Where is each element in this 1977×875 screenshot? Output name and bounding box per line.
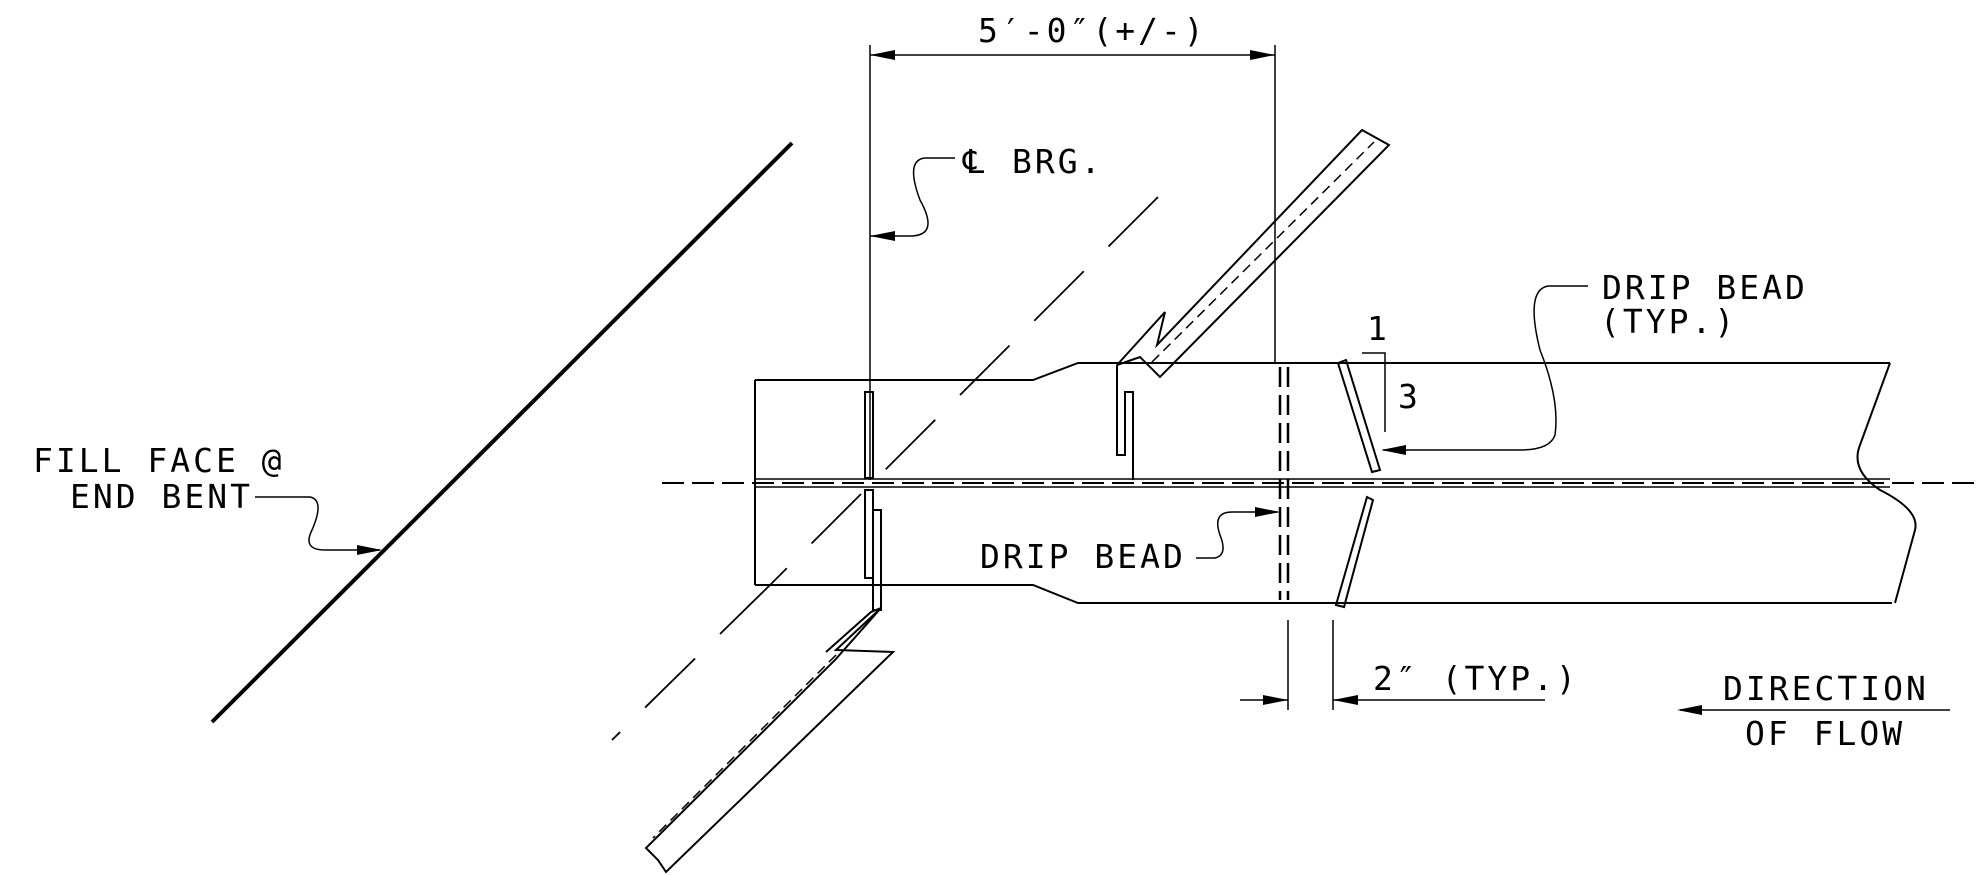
culvert-outline-top	[755, 362, 1890, 381]
centerline-symbol: ℄	[962, 142, 987, 181]
dimension-arrow-left	[870, 50, 895, 60]
bearing-plate-upper	[864, 391, 874, 479]
wing-wall-upper-edge	[1116, 365, 1134, 480]
skew-dashed-line-upper	[769, 196, 1159, 586]
centerline-label: BRG.	[1012, 142, 1103, 181]
centerline-leader	[870, 157, 955, 237]
bearing-plate-lower	[864, 489, 874, 579]
drip-bead-typ-leader	[1383, 285, 1588, 451]
dimension-arrow-right	[1250, 50, 1275, 60]
wing-wall-upper-hidden	[1151, 141, 1375, 363]
dimension-top-label: 5′-0″(+/-)	[978, 11, 1207, 50]
wing-wall-lower	[644, 607, 896, 874]
slope-indicator	[1362, 352, 1386, 432]
drip-bead-label: DRIP BEAD	[980, 537, 1186, 576]
drip-bead-typ-label-line1: DRIP BEAD	[1602, 268, 1808, 307]
slope-rise-label: 1	[1367, 309, 1390, 348]
fill-face-label-line1: FILL FACE @	[33, 441, 285, 480]
break-line	[1856, 362, 1917, 604]
drip-bead-typ-leader-arrow	[1381, 445, 1406, 455]
fill-face-label-line2: END BENT	[70, 477, 253, 516]
fill-face-leader	[255, 496, 380, 551]
bearing-plate-lower-flange	[872, 509, 882, 611]
wing-wall-upper	[1116, 128, 1391, 379]
spacing-arrow-left	[1263, 695, 1288, 705]
spacing-arrow-right	[1333, 695, 1358, 705]
drip-bead-typ-label-line2: (TYP.)	[1600, 302, 1737, 341]
wing-wall-lower-edge	[825, 578, 882, 653]
drip-bead-leader	[1196, 511, 1278, 559]
centerline-leader-arrow	[870, 231, 895, 241]
direction-label-line2: OF FLOW	[1745, 714, 1905, 753]
drip-bead-leader-arrow	[1255, 507, 1280, 517]
culvert-outline-bottom	[755, 584, 1892, 604]
spacing-dim-label: 2″ (TYP.)	[1373, 659, 1579, 698]
fill-face-leader-arrow	[357, 545, 382, 555]
direction-arrow-head	[1677, 705, 1702, 715]
fill-face-line	[210, 141, 794, 724]
skew-dashed-line-lower	[611, 584, 771, 741]
drip-bead-skew-upper	[1336, 358, 1382, 474]
wing-wall-lower-hidden	[652, 654, 837, 839]
slope-run-label: 3	[1398, 377, 1421, 416]
drip-bead-skew-lower	[1334, 495, 1375, 609]
direction-label-line1: DIRECTION	[1723, 669, 1929, 708]
